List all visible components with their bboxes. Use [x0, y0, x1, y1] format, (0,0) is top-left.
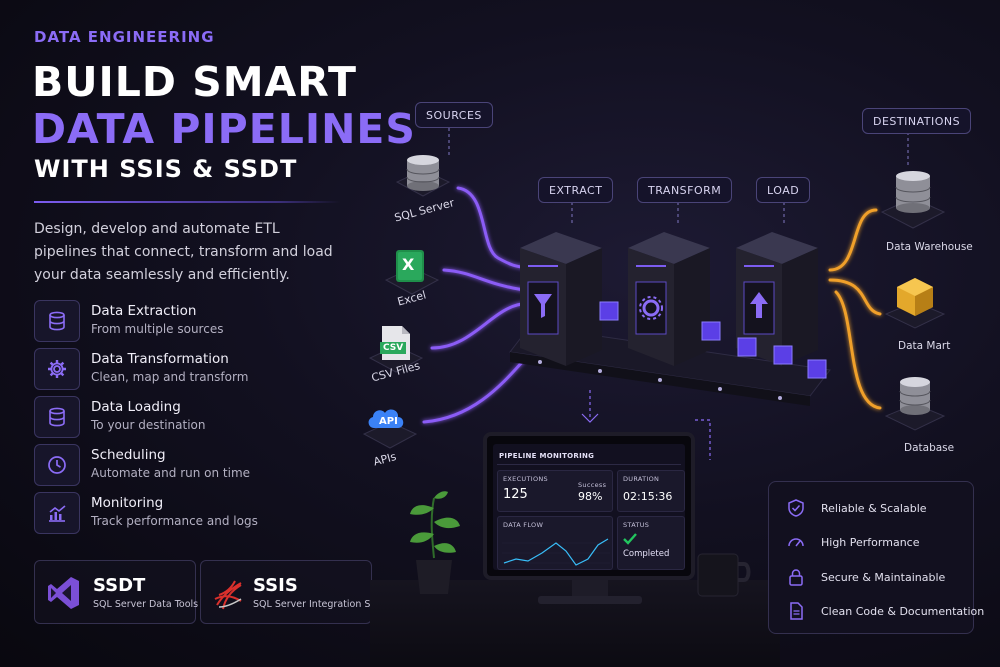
database-icon	[884, 377, 946, 431]
transform-machine	[628, 232, 710, 366]
chart-icon	[34, 492, 80, 534]
ssdt-name: SSDT	[93, 575, 146, 596]
title-line-3: WITH SSIS & SSDT	[34, 155, 298, 183]
checkmark-icon	[623, 533, 637, 545]
extract-machine	[520, 232, 602, 366]
status-value: Completed	[623, 549, 670, 559]
plant-icon	[410, 491, 460, 594]
feature-subtitle: To your destination	[91, 418, 206, 432]
lock-icon	[789, 569, 803, 586]
title-divider	[34, 201, 340, 203]
ssis-name: SSIS	[253, 575, 298, 596]
success-label: Success	[578, 481, 607, 489]
benefits-panel: Reliable & Scalable High Performance Sec…	[768, 481, 984, 634]
csv-label: CSV	[383, 343, 404, 353]
destinations-tag: DESTINATIONS	[862, 108, 972, 134]
database-icon	[34, 300, 80, 342]
dataflow-card: DATA FLOW	[497, 516, 613, 570]
monitoring-screen: PIPELINE MONITORING EXECUTIONS 125 Succe…	[483, 432, 695, 580]
benefit-label: Clean Code & Documentation	[821, 604, 985, 618]
gauge-icon	[788, 538, 804, 547]
transform-stage-tag: TRANSFORM	[637, 177, 733, 203]
excel-icon	[384, 250, 440, 295]
ssis-brand-card: SSIS SQL Server Integration Services	[200, 560, 404, 624]
title-line-1: BUILD SMART	[32, 58, 357, 106]
clock-icon	[34, 444, 80, 486]
benefit-label: Secure & Maintainable	[821, 570, 946, 584]
csv-file-icon	[368, 326, 424, 373]
database-cylinder-icon	[395, 155, 451, 197]
benefit-label: High Performance	[821, 535, 920, 549]
status-label: STATUS	[623, 521, 650, 529]
title-line-2: DATA PIPELINES	[32, 105, 416, 153]
description-text: Design, develop and automate ETL pipelin…	[34, 221, 333, 283]
load-stage-tag: LOAD	[756, 177, 811, 203]
extract-stage-tag: EXTRACT	[538, 177, 614, 203]
api-label: API	[379, 416, 398, 427]
source-apis: API	[360, 398, 420, 450]
success-value: 98%	[578, 490, 603, 503]
excel-letter: X	[402, 255, 415, 274]
feature-title: Monitoring	[91, 495, 164, 511]
executions-label: EXECUTIONS	[503, 475, 548, 483]
duration-card: DURATION 02:15:36	[617, 470, 685, 512]
benefit-reliable: Reliable & Scalable	[787, 498, 927, 518]
benefit-documentation: Clean Code & Documentation	[787, 601, 984, 621]
feature-title: Data Transformation	[91, 351, 229, 367]
monitor-stand	[572, 580, 608, 598]
feature-data-loading: Data Loading To your destination	[34, 396, 364, 438]
visual-studio-icon	[48, 577, 79, 609]
destination-label: Data Mart	[898, 340, 951, 352]
ssis-subtitle: SQL Server Integration Services	[253, 599, 405, 610]
feature-subtitle: From multiple sources	[91, 322, 224, 336]
feature-title: Scheduling	[91, 447, 166, 463]
feature-title: Data Extraction	[91, 303, 197, 319]
feature-title: Data Loading	[91, 399, 181, 415]
ssdt-brand-card: SSDT SQL Server Data Tools	[34, 560, 199, 624]
data-warehouse-icon	[880, 171, 946, 229]
ssdt-subtitle: SQL Server Data Tools	[93, 599, 199, 610]
source-sql-server	[393, 152, 453, 204]
monitor-divider	[497, 464, 681, 465]
mug-icon	[697, 553, 751, 597]
etl-machines	[520, 232, 827, 379]
data-mart-icon	[884, 278, 946, 329]
benefit-performance: High Performance	[787, 532, 919, 552]
destination-label: Data Warehouse	[886, 241, 973, 253]
dataflow-label: DATA FLOW	[503, 521, 544, 529]
database-icon	[34, 396, 80, 438]
feature-data-extraction: Data Extraction From multiple sources	[34, 300, 364, 342]
document-icon	[790, 602, 803, 620]
source-excel: X	[382, 246, 442, 298]
feature-subtitle: Track performance and logs	[91, 514, 258, 528]
monitor-base	[538, 596, 642, 604]
duration-value: 02:15:36	[623, 490, 673, 503]
executions-value: 125	[503, 487, 528, 502]
executions-card: EXECUTIONS 125 Success 98%	[497, 470, 613, 512]
eyebrow-label: DATA ENGINEERING	[34, 28, 215, 46]
destination-label: Database	[904, 442, 955, 454]
source-csv: CSV	[366, 322, 426, 374]
feature-subtitle: Clean, map and transform	[91, 370, 249, 384]
gear-icon	[34, 348, 80, 390]
load-machine	[736, 232, 818, 366]
duration-label: DURATION	[623, 475, 660, 483]
sources-tag: SOURCES	[415, 102, 493, 128]
status-card: STATUS Completed	[617, 516, 685, 570]
dataflow-sparkline	[502, 538, 610, 566]
feature-monitoring: Monitoring Track performance and logs	[34, 492, 364, 534]
feature-scheduling: Scheduling Automate and run on time	[34, 444, 364, 486]
feature-subtitle: Automate and run on time	[91, 466, 251, 480]
cloud-api-icon	[362, 409, 418, 449]
shield-check-icon	[788, 499, 804, 517]
benefit-label: Reliable & Scalable	[821, 501, 927, 515]
monitor-title: PIPELINE MONITORING	[499, 452, 595, 460]
benefit-secure: Secure & Maintainable	[787, 567, 945, 587]
feature-data-transformation: Data Transformation Clean, map and trans…	[34, 348, 364, 390]
sql-server-icon	[214, 580, 242, 610]
